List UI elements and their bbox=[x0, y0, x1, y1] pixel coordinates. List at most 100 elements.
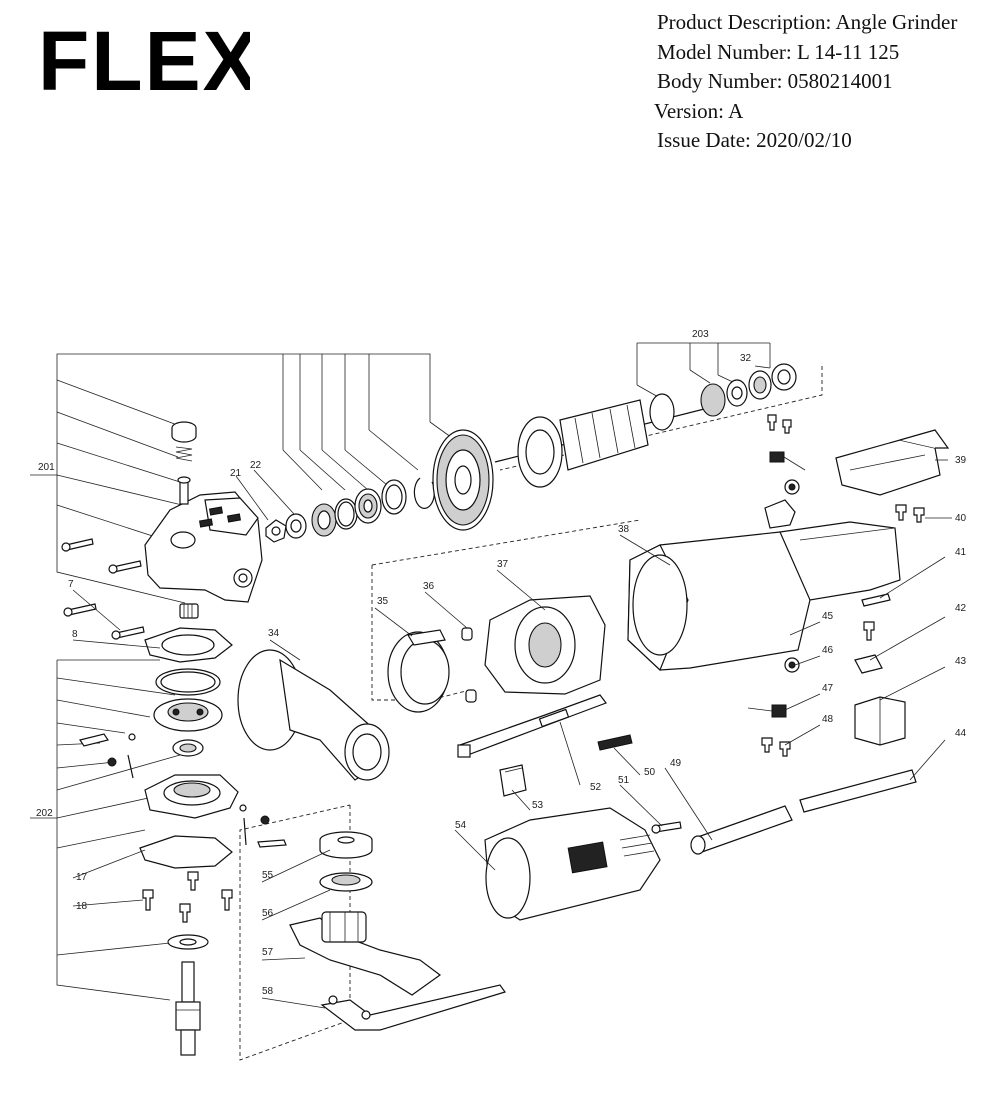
lever-52 bbox=[457, 694, 607, 758]
capacitor-43 bbox=[854, 696, 906, 746]
cable-protector-49 bbox=[690, 805, 793, 855]
clip-42 bbox=[854, 654, 883, 674]
rubber-cap bbox=[771, 363, 797, 391]
gear-flange-cover bbox=[144, 774, 239, 819]
callout-22: 22 bbox=[250, 460, 262, 471]
guard-clamp-58 bbox=[320, 984, 506, 1031]
callout-40: 40 bbox=[955, 513, 967, 524]
callout-42: 42 bbox=[955, 603, 967, 614]
callout-48: 48 bbox=[822, 714, 834, 725]
assembly-bracket-201 bbox=[30, 353, 456, 604]
pins-36 bbox=[461, 627, 477, 703]
callout-43: 43 bbox=[955, 656, 967, 667]
callout-55: 55 bbox=[262, 870, 274, 881]
product-description: Product Description: Angle Grinder bbox=[657, 10, 958, 34]
side-handle bbox=[237, 649, 390, 781]
callout-52: 52 bbox=[590, 782, 602, 793]
callout-203: 203 bbox=[692, 329, 709, 340]
callout-202: 202 bbox=[36, 808, 53, 819]
version: Version: A bbox=[654, 98, 744, 123]
small-screws-top bbox=[767, 414, 792, 434]
gasket-8 bbox=[144, 627, 233, 663]
assembly-bracket-202 bbox=[30, 659, 181, 1001]
callout-41: 41 bbox=[955, 547, 967, 558]
nut-21 bbox=[265, 519, 287, 543]
carbon-brush-top bbox=[769, 451, 806, 471]
callout-7: 7 bbox=[68, 579, 74, 590]
field-coil bbox=[484, 595, 606, 695]
callout-58: 58 bbox=[262, 986, 274, 997]
screw-42 bbox=[863, 621, 875, 641]
wheel-guard-57 bbox=[289, 911, 442, 996]
callout-51: 51 bbox=[618, 775, 630, 786]
callout-37: 37 bbox=[497, 559, 509, 570]
armature bbox=[494, 383, 726, 488]
power-cord-44 bbox=[799, 769, 917, 813]
circlip bbox=[413, 477, 435, 509]
callout-17: 17 bbox=[76, 872, 88, 883]
callout-201: 201 bbox=[38, 462, 55, 473]
switch-button-53 bbox=[499, 764, 527, 797]
bearing-flange bbox=[153, 698, 223, 732]
callout-56: 56 bbox=[262, 908, 274, 919]
small-gear-22 bbox=[285, 513, 307, 539]
washer bbox=[381, 479, 407, 515]
screw-40 bbox=[895, 504, 925, 523]
needle-bearing bbox=[179, 603, 199, 619]
spindle-washer bbox=[167, 934, 209, 950]
baffle-35 bbox=[387, 629, 450, 713]
small-parts-202 bbox=[79, 733, 136, 779]
motor-housing bbox=[627, 521, 901, 672]
screws-48 bbox=[761, 737, 791, 757]
callout-50: 50 bbox=[644, 767, 656, 778]
lock-pin bbox=[177, 476, 191, 505]
gasket-17 bbox=[139, 835, 233, 869]
bearing-sleeve-32 bbox=[748, 370, 772, 400]
spindle-lock-button bbox=[171, 421, 197, 443]
body-number: Body Number: 0580214001 bbox=[657, 69, 893, 93]
callout-54: 54 bbox=[455, 820, 467, 831]
callout-36: 36 bbox=[423, 581, 435, 592]
flex-logo: FLEX bbox=[38, 14, 259, 108]
assembly-bracket-203 bbox=[499, 342, 823, 471]
brush-spring-top bbox=[784, 479, 800, 495]
title-block: Product Description: Angle Grinder Model… bbox=[654, 8, 997, 156]
callout-leaders bbox=[72, 459, 952, 1009]
callout-35: 35 bbox=[377, 596, 389, 607]
o-ring bbox=[155, 668, 221, 696]
callout-labels: 203 32 201 21 22 39 40 41 42 43 44 45 46… bbox=[36, 329, 967, 997]
gear-housing bbox=[144, 491, 263, 603]
callout-21: 21 bbox=[230, 468, 242, 479]
rear-bearing-203 bbox=[726, 379, 748, 407]
callout-46: 46 bbox=[822, 645, 834, 656]
bevel-gear bbox=[311, 503, 337, 537]
issue-date: Issue Date: 2020/02/10 bbox=[657, 128, 852, 152]
gear-head-screws bbox=[61, 538, 145, 640]
brush-holder-top bbox=[764, 499, 796, 529]
model-number: Model Number: L 14-11 125 bbox=[657, 39, 900, 64]
fan bbox=[432, 429, 494, 531]
callout-38: 38 bbox=[618, 524, 630, 535]
rear-housing-54 bbox=[484, 807, 661, 921]
inner-flange-56 bbox=[319, 872, 373, 892]
screws-18 bbox=[142, 871, 233, 923]
callout-45: 45 bbox=[822, 611, 834, 622]
key-pin bbox=[239, 804, 270, 846]
spacer-ring bbox=[334, 498, 358, 530]
logo-text: FLEX bbox=[38, 26, 250, 96]
callout-18: 18 bbox=[76, 901, 88, 912]
screw-51 bbox=[651, 821, 682, 834]
brush-spring-46 bbox=[784, 657, 800, 673]
callout-32: 32 bbox=[740, 353, 752, 364]
callout-53: 53 bbox=[532, 800, 544, 811]
callout-8: 8 bbox=[72, 629, 78, 640]
callout-57: 57 bbox=[262, 947, 274, 958]
ball-bearing bbox=[354, 488, 382, 524]
spring-50 bbox=[597, 734, 633, 751]
callout-47: 47 bbox=[822, 683, 834, 694]
callout-34: 34 bbox=[268, 628, 280, 639]
spindle bbox=[175, 961, 201, 1056]
switch-39 bbox=[835, 429, 950, 496]
callout-49: 49 bbox=[670, 758, 682, 769]
